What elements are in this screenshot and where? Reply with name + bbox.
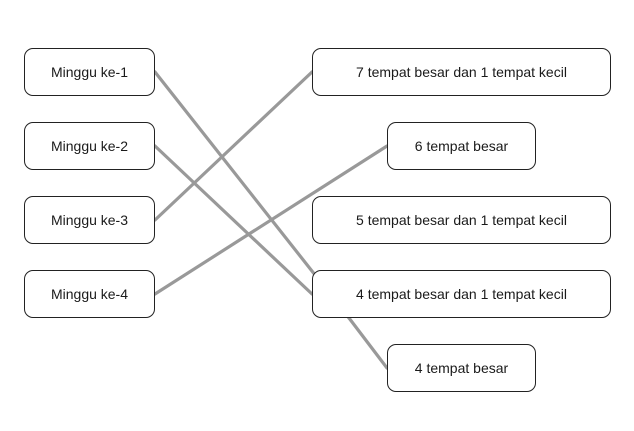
- right-box-1[interactable]: 7 tempat besar dan 1 tempat kecil: [312, 48, 611, 96]
- right-box-label: 5 tempat besar dan 1 tempat kecil: [356, 212, 567, 228]
- right-box-label: 4 tempat besar dan 1 tempat kecil: [356, 286, 567, 302]
- right-box-2[interactable]: 6 tempat besar: [387, 122, 536, 170]
- right-box-label: 4 tempat besar: [414, 360, 509, 376]
- right-box-label: 6 tempat besar: [414, 138, 509, 154]
- connector-left-3-right-1: [153, 70, 314, 222]
- right-box-4[interactable]: 4 tempat besar dan 1 tempat kecil: [312, 270, 611, 318]
- left-box-label: Minggu ke-2: [50, 138, 129, 154]
- left-box-minggu-1[interactable]: Minggu ke-1: [24, 48, 155, 96]
- left-box-label: Minggu ke-4: [50, 286, 129, 302]
- left-box-label: Minggu ke-3: [50, 212, 129, 228]
- left-box-minggu-3[interactable]: Minggu ke-3: [24, 196, 155, 244]
- left-box-minggu-2[interactable]: Minggu ke-2: [24, 122, 155, 170]
- connector-left-2-right-4: [153, 144, 314, 296]
- right-box-3[interactable]: 5 tempat besar dan 1 tempat kecil: [312, 196, 611, 244]
- right-box-5[interactable]: 4 tempat besar: [387, 344, 536, 392]
- connector-right-4-right-5: [347, 316, 389, 370]
- right-box-label: 7 tempat besar dan 1 tempat kecil: [356, 64, 567, 80]
- left-box-label: Minggu ke-1: [50, 64, 129, 80]
- connector-left-4-right-2: [153, 144, 389, 296]
- left-box-minggu-4[interactable]: Minggu ke-4: [24, 270, 155, 318]
